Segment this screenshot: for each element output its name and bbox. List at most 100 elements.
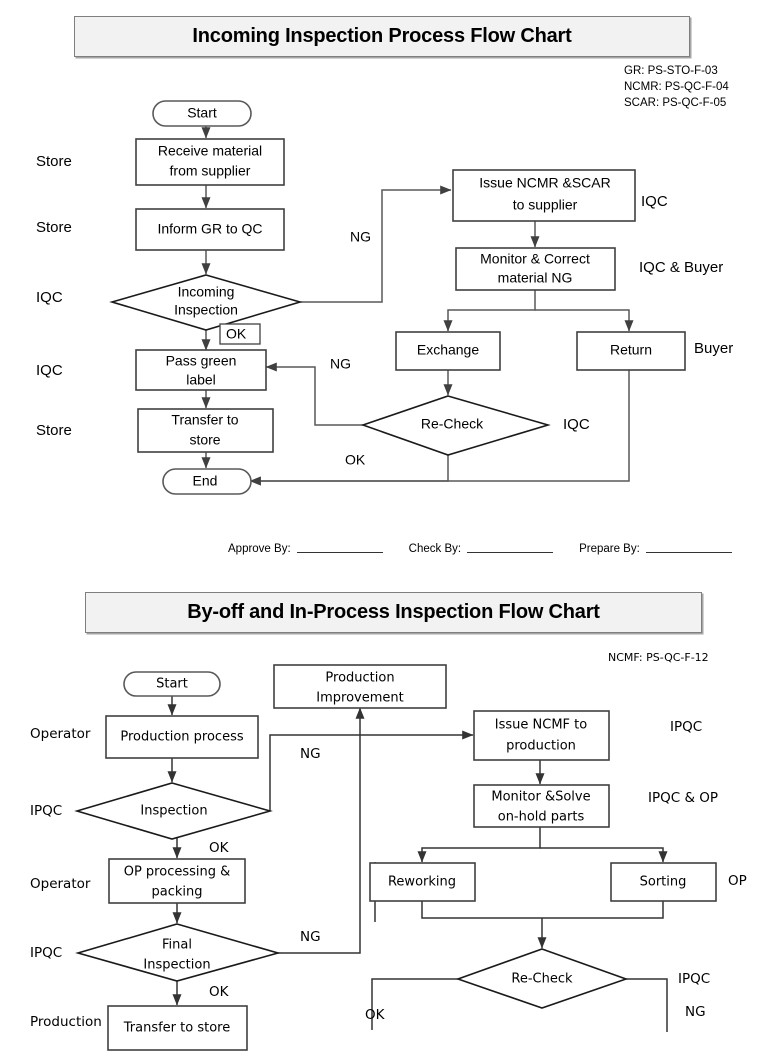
chart2-node-transfer-store-label: Transfer to store — [123, 1021, 230, 1036]
chart2-node-transfer-store: Transfer to store — [107, 1005, 248, 1051]
chart1-node-monitor-line2: material NG — [498, 270, 573, 286]
chart2-reference-codes: NCMF: PS-QC-F-12 — [608, 650, 709, 665]
chart2-label-ng-final: NG — [300, 929, 321, 945]
chart2-label-ng-recheck: NG — [685, 1004, 706, 1020]
chart1-role-iqc-1: IQC — [36, 289, 63, 306]
chart2-node-issue-ncmf-line1: Issue NCMF to — [495, 718, 587, 733]
chart2-role-operator-2: Operator — [30, 876, 91, 892]
signature-approve-blank[interactable] — [296, 551, 383, 553]
chart1-node-receive-line2: from supplier — [170, 163, 251, 179]
chart2-node-final-inspection-line1: Final — [162, 938, 192, 953]
chart1-node-start: Start — [152, 100, 252, 127]
chart2-flow-diagram: Operator IPQC Operator IPQC Production I… — [30, 664, 747, 1051]
chart2-node-improvement-line1: Production — [325, 671, 394, 686]
chart2-node-reworking: Reworking — [369, 862, 476, 902]
chart2-label-ok-final: OK — [209, 984, 230, 1000]
chart1-node-incoming-inspection: Incoming Inspection — [109, 274, 303, 331]
chart2-role-ipqc-2: IPQC — [30, 945, 62, 961]
chart2-node-monitor-line2: on-hold parts — [498, 810, 585, 825]
chart1-ref-scar: SCAR: PS-QC-F-05 — [624, 96, 727, 109]
chart2-title: By-off and In-Process Inspection Flow Ch… — [187, 601, 600, 623]
signature-check-label: Check By: — [408, 543, 462, 555]
chart1-role-store-1: Store — [36, 153, 72, 170]
chart2-role-ipqc-recheck: IPQC — [678, 971, 710, 987]
chart1-node-end: End — [162, 468, 252, 495]
chart2-role-ipqc-right: IPQC — [670, 719, 702, 735]
chart2-node-issue-ncmf: Issue NCMF to production — [473, 710, 610, 761]
signature-prepare-label: Prepare By: — [579, 543, 640, 555]
chart2-node-sorting-label: Sorting — [640, 875, 687, 890]
chart1-node-inform-gr: Inform GR to QC — [135, 208, 285, 251]
chart2-node-op-processing-line2: packing — [152, 885, 203, 900]
chart1-node-return: Return — [576, 331, 686, 371]
chart1-node-return-label: Return — [610, 342, 652, 358]
chart2-node-reworking-label: Reworking — [388, 875, 456, 890]
chart1-label-ok-inspection-text: OK — [226, 326, 247, 342]
signature-prepare: Prepare By: — [579, 543, 736, 555]
chart2-title-banner: By-off and In-Process Inspection Flow Ch… — [85, 592, 702, 633]
chart1-node-monitor-correct: Monitor & Correct material NG — [455, 247, 616, 291]
signature-check-blank[interactable] — [467, 551, 554, 553]
chart1-node-transfer-store: Transfer to store — [137, 408, 274, 453]
chart2-label-ok-inspection: OK — [209, 840, 230, 856]
chart1-role-store-3: Store — [36, 422, 72, 439]
chart1-node-receive-material: Receive material from supplier — [135, 138, 285, 186]
chart1-ref-gr: GR: PS-STO-F-03 — [624, 65, 718, 77]
chart2-node-recheck: Re-Check — [455, 948, 629, 1009]
chart1-reference-codes: GR: PS-STO-F-03 NCMR: PS-QC-F-04 SCAR: P… — [624, 64, 729, 112]
chart2-label-ng-inspection: NG — [300, 746, 321, 762]
chart1-title: Incoming Inspection Process Flow Chart — [192, 25, 572, 47]
chart1-role-store-2: Store — [36, 219, 72, 236]
chart1-label-ng-top: NG — [350, 229, 371, 245]
chart1-node-issue-line1: Issue NCMR &SCAR — [479, 175, 610, 191]
chart2-ref-ncmf: NCMF: PS-QC-F-12 — [608, 651, 709, 664]
chart1-node-recheck: Re-Check — [360, 395, 551, 456]
chart2-node-recheck-label: Re-Check — [511, 972, 573, 987]
chart1-node-inspection-line2: Inspection — [174, 302, 238, 318]
chart1-role-iqc-buyer: IQC & Buyer — [639, 259, 723, 276]
signature-check: Check By: — [409, 543, 557, 555]
chart2-role-op: OP — [728, 873, 747, 889]
chart2-node-production-improvement: Production Improvement — [273, 664, 447, 709]
chart1-node-pass-green-label: Pass green label — [135, 349, 267, 391]
chart1-node-monitor-line1: Monitor & Correct — [480, 251, 590, 267]
chart2-role-production: Production — [30, 1014, 102, 1030]
chart2-node-inspection: Inspection — [74, 782, 273, 840]
chart2-node-start-label: Start — [156, 677, 188, 692]
chart1-role-iqc-2: IQC — [36, 362, 63, 379]
chart1-node-pass-line1: Pass green — [166, 353, 237, 369]
chart2-node-monitor-solve: Monitor &Solve on-hold parts — [473, 784, 610, 828]
signature-prepare-blank[interactable] — [645, 551, 732, 553]
chart1-role-buyer: Buyer — [694, 340, 733, 357]
chart1-role-iqc-recheck: IQC — [563, 416, 590, 433]
chart2-node-production-process: Production process — [105, 715, 259, 759]
chart2-node-final-inspection-line2: Inspection — [143, 958, 210, 973]
chart2-role-ipqc-1: IPQC — [30, 803, 62, 819]
chart2-label-ok-recheck: OK — [365, 1007, 386, 1023]
signature-row: Approve By: Check By: Prepare By: — [228, 543, 768, 555]
document-page: Incoming Inspection Process Flow Chart G… — [30, 16, 768, 1051]
chart1-node-inform-label: Inform GR to QC — [157, 221, 262, 237]
chart2-node-inspection-label: Inspection — [140, 804, 207, 819]
chart2-role-operator-1: Operator — [30, 726, 91, 742]
chart1-label-ok-recheck: OK — [345, 452, 366, 468]
chart1-node-transfer-line1: Transfer to — [171, 412, 238, 428]
chart2-node-final-inspection: Final Inspection — [75, 923, 281, 982]
chart1-title-banner: Incoming Inspection Process Flow Chart — [74, 16, 690, 57]
chart2-node-improvement-line2: Improvement — [316, 691, 403, 706]
chart1-node-issue-line2: to supplier — [513, 197, 578, 213]
chart2-node-op-processing-line1: OP processing & — [124, 865, 231, 880]
signature-approve: Approve By: — [228, 543, 387, 555]
chart1-role-iqc-right: IQC — [641, 193, 668, 210]
chart1-ref-ncmr: NCMR: PS-QC-F-04 — [624, 80, 729, 93]
chart1-node-receive-line1: Receive material — [158, 143, 262, 159]
chart1-node-issue-ncmr-scar: Issue NCMR &SCAR to supplier — [452, 169, 636, 222]
chart1-node-exchange: Exchange — [395, 331, 501, 371]
chart2-node-start: Start — [123, 671, 221, 697]
chart1-node-transfer-line2: store — [189, 432, 220, 448]
chart1-node-inspection-line1: Incoming — [178, 284, 235, 300]
signature-approve-label: Approve By: — [228, 543, 291, 555]
chart2-node-op-processing: OP processing & packing — [108, 858, 246, 904]
chart2-role-ipqc-op: IPQC & OP — [648, 790, 718, 806]
chart1-label-ok-inspection: OK — [219, 323, 261, 345]
